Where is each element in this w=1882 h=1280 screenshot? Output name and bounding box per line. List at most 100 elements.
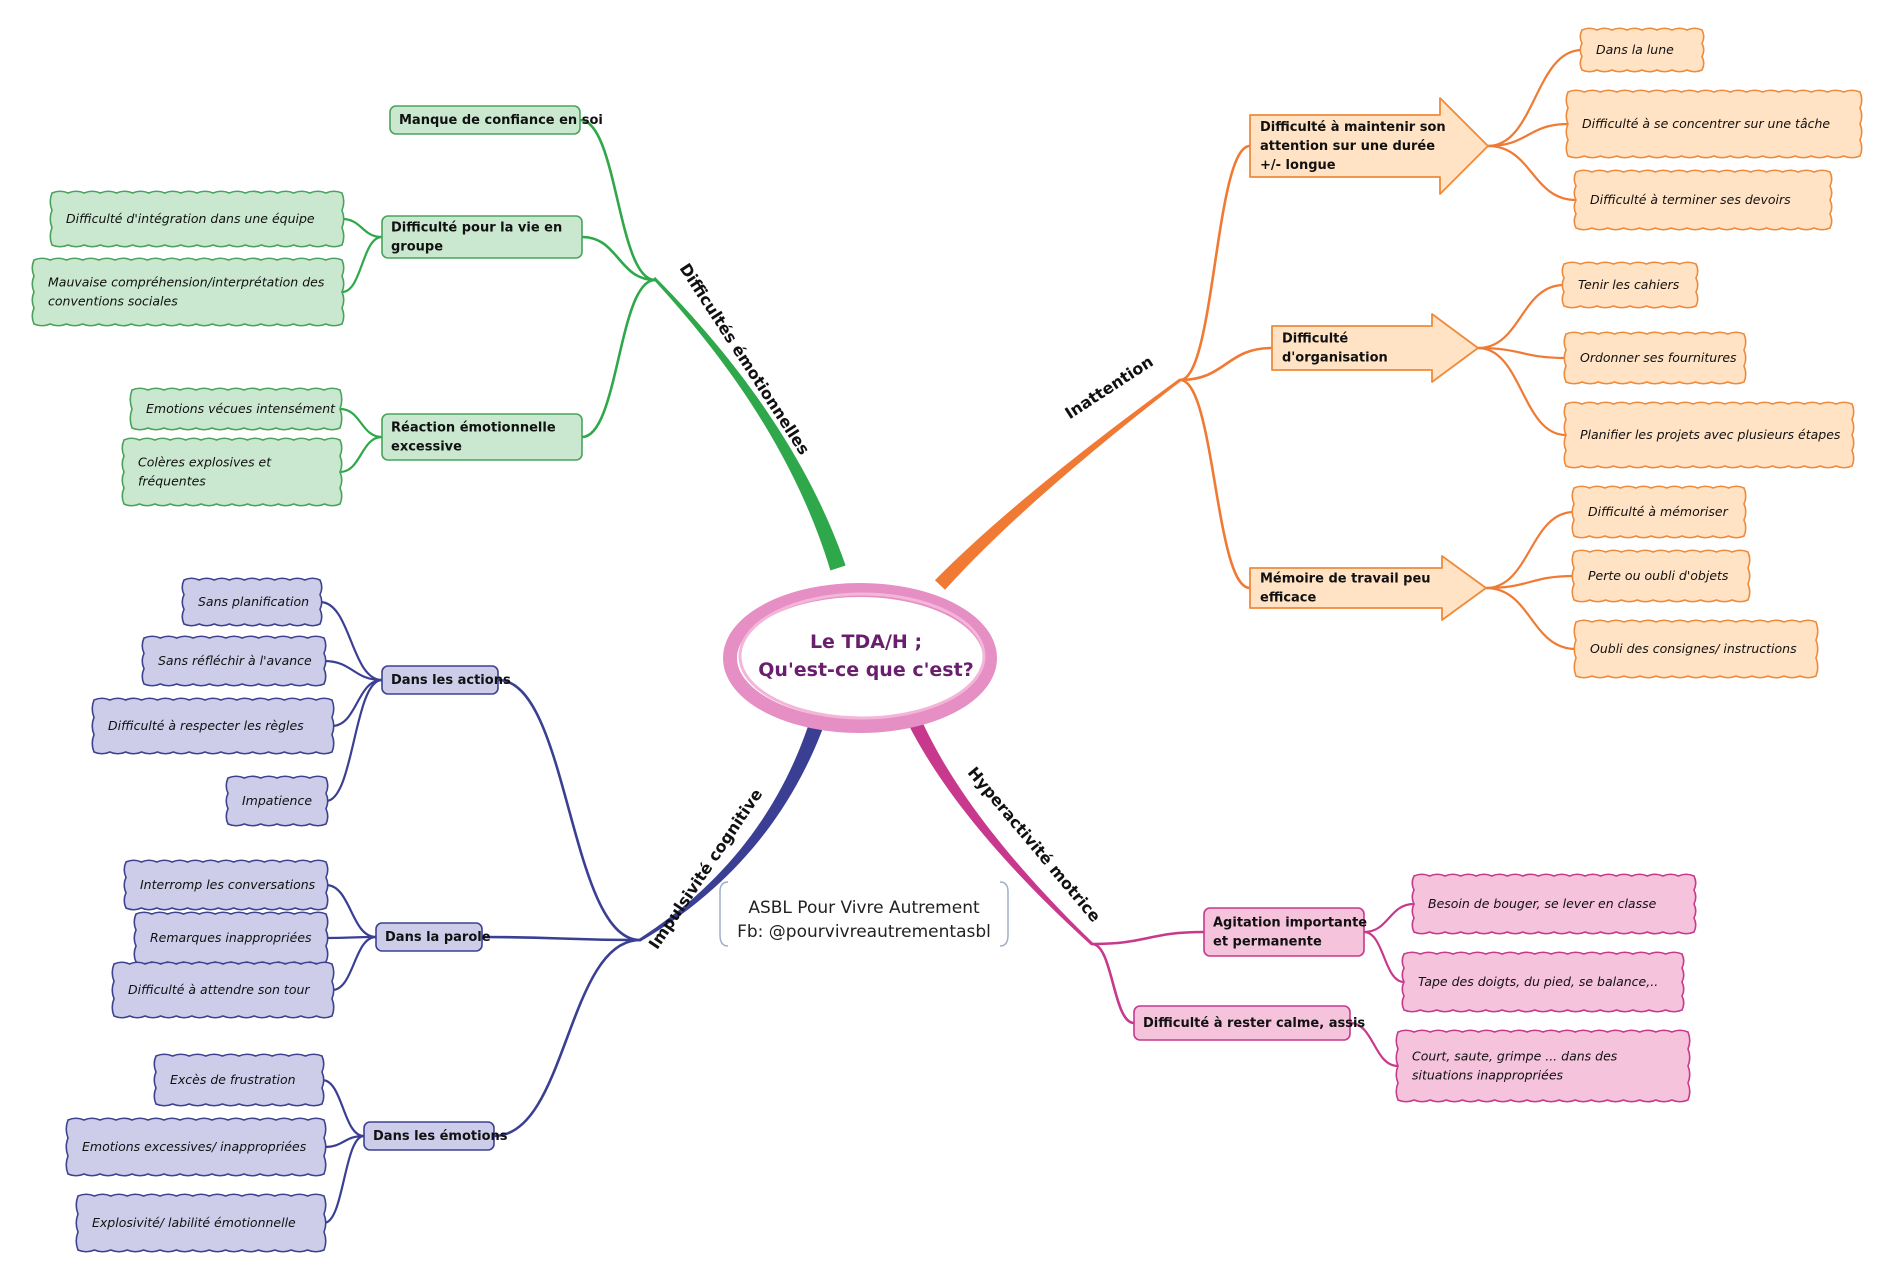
connector-emotional-2-leaf-1 <box>338 435 384 474</box>
leaf-emotional-2-0: Emotions vécues intensément <box>129 387 343 431</box>
leaf-impulsivity-0-0: Sans planification <box>181 577 323 627</box>
connector-hyperactivity-0 <box>1090 930 1206 946</box>
subtopic-impulsivity-1-shape <box>375 922 483 952</box>
leaf-impulsivity-2-2: Explosivité/ labilité émotionnelle <box>75 1193 327 1253</box>
leaf-inattention-2-2-text: Oubli des consignes/ instructions <box>1590 641 1797 656</box>
credit-line2: Fb: @pourvivreautrementasbl <box>737 922 991 942</box>
leaf-emotional-2-1: Colères explosives et fréquentes <box>121 437 343 507</box>
connector-inattention-1 <box>1178 346 1274 382</box>
leaf-impulsivity-0-2: Difficulté à respecter les règles <box>91 697 335 755</box>
subtopic-inattention-2-shape <box>1249 555 1487 621</box>
leaf-emotional-1-0-shape <box>49 190 345 248</box>
leaf-impulsivity-2-1: Emotions excessives/ inappropriées <box>65 1117 327 1177</box>
subtopic-hyperactivity-0-shape <box>1203 907 1365 957</box>
connector-inattention-2 <box>1178 378 1252 590</box>
leaf-inattention-0-2-shape <box>1573 169 1833 231</box>
leaf-impulsivity-0-1: Sans réfléchir à l'avance <box>141 635 327 687</box>
connector-inattention-1-leaf-1 <box>1476 346 1568 360</box>
connector-emotional-1-leaf-0 <box>340 217 384 239</box>
leaf-inattention-2-2: Oubli des consignes/ instructions <box>1573 619 1819 679</box>
subtopic-impulsivity-2-shape <box>363 1121 495 1151</box>
subtopic-impulsivity-0-shape <box>381 665 499 695</box>
subtopic-hyperactivity-1-text: Difficulté à rester calme, assis <box>1143 1016 1365 1031</box>
subtopic-emotional-1-text: groupe <box>391 240 443 255</box>
connector-inattention-2-leaf-0 <box>1484 510 1576 590</box>
connector-impulsivity-1-leaf-0 <box>324 883 378 939</box>
leaf-emotional-1-1-text: Mauvaise compréhension/interprétation de… <box>48 275 325 290</box>
subtopic-impulsivity-0: Dans les actions <box>381 665 511 695</box>
connector-impulsivity-0 <box>496 678 642 942</box>
leaf-emotional-2-1-text: Colères explosives et <box>138 455 272 470</box>
leaf-impulsivity-2-0: Excès de frustration <box>153 1053 325 1107</box>
connector-impulsivity-2-leaf-0 <box>320 1078 366 1138</box>
subtopic-impulsivity-1: Dans la parole <box>375 922 491 952</box>
subtopic-inattention-2: Mémoire de travail peu efficace <box>1249 555 1487 621</box>
central-topic-ring-inner <box>738 592 986 720</box>
connector-impulsivity-0-leaf-3 <box>324 678 384 803</box>
connector-impulsivity-2 <box>492 938 642 1138</box>
subtopic-emotional-1-shape <box>381 215 583 259</box>
credit-line1: ASBL Pour Vivre Autrement <box>748 898 980 918</box>
leaf-impulsivity-1-2-shape <box>111 961 335 1019</box>
subtopic-hyperactivity-0-text: et permanente <box>1213 935 1322 950</box>
leaf-emotional-2-0-shape <box>129 387 343 431</box>
connector-inattention-2-leaf-2 <box>1484 586 1578 651</box>
branch-hyperactivity <box>905 713 1094 946</box>
subtopic-emotional-0-shape <box>389 105 581 135</box>
connector-layer <box>318 48 1584 1225</box>
leaf-inattention-2-0-text: Difficulté à mémoriser <box>1588 504 1729 519</box>
subtopic-emotional-2-shape <box>381 413 583 461</box>
subtopic-inattention-1-text: Difficulté <box>1282 332 1348 347</box>
leaf-inattention-2-1-text: Perte ou oubli d'objets <box>1588 568 1729 583</box>
leaf-hyperactivity-0-1-shape <box>1401 951 1685 1013</box>
credit-bracket-right <box>999 881 1009 947</box>
subtopic-inattention-1-shape <box>1271 313 1479 383</box>
leaf-hyperactivity-0-0-text: Besoin de bouger, se lever en classe <box>1428 896 1657 911</box>
leaf-impulsivity-1-1-text: Remarques inappropriées <box>150 930 312 945</box>
subtopic-emotional-2-text: excessive <box>391 440 462 455</box>
subtopic-inattention-0-text: Difficulté à maintenir son <box>1260 120 1446 135</box>
subtopic-inattention-2-text: efficace <box>1260 591 1316 606</box>
connector-emotional-2-leaf-0 <box>338 407 384 439</box>
branch-inattention <box>934 378 1181 590</box>
subtopic-hyperactivity-0-text: Agitation importante <box>1213 916 1367 931</box>
subtopic-inattention-0: Difficulté à maintenir son attention sur … <box>1249 97 1489 195</box>
leaf-impulsivity-2-1-text: Emotions excessives/ inappropriées <box>82 1139 307 1154</box>
connector-impulsivity-1-leaf-2 <box>330 935 378 992</box>
leaf-impulsivity-0-0-text: Sans planification <box>198 594 309 609</box>
connector-inattention-0 <box>1178 144 1252 382</box>
leaf-hyperactivity-1-0-shape <box>1395 1029 1691 1103</box>
connector-inattention-1-leaf-2 <box>1476 346 1568 437</box>
subtopic-inattention-0-text: attention sur une durée <box>1260 139 1435 154</box>
connector-hyperactivity-0-leaf-0 <box>1362 902 1416 934</box>
leaf-inattention-2-1: Perte ou oubli d'objets <box>1571 549 1751 603</box>
leaf-inattention-1-2: Planifier les projets avec plusieurs éta… <box>1563 401 1855 469</box>
branch-title-hyperactivity: Hyperactivité motrice <box>964 763 1105 926</box>
connector-impulsivity-0-leaf-2 <box>330 678 384 728</box>
central-topic-title-line1: Le TDA/H ; <box>810 631 922 653</box>
leaf-inattention-1-2-text: Planifier les projets avec plusieurs éta… <box>1580 427 1841 442</box>
leaf-inattention-1-0-shape <box>1561 261 1699 309</box>
leaf-emotional-2-1-shape <box>121 437 343 507</box>
leaf-impulsivity-2-0-shape <box>153 1053 325 1107</box>
leaf-hyperactivity-0-1: Tape des doigts, du pied, se balance,.. <box>1401 951 1685 1013</box>
leaf-emotional-1-1-shape <box>31 257 345 327</box>
connector-hyperactivity-1-leaf-0 <box>1348 1021 1400 1068</box>
leaf-inattention-1-1-text: Ordonner ses fournitures <box>1580 350 1737 365</box>
leaf-impulsivity-0-1-shape <box>141 635 327 687</box>
connector-impulsivity-1-leaf-1 <box>324 935 378 940</box>
central-topic-ring <box>723 583 997 733</box>
leaf-impulsivity-2-2-text: Explosivité/ labilité émotionnelle <box>92 1215 296 1230</box>
central-topic-title-line2: Qu'est-ce que c'est? <box>758 659 973 681</box>
leaf-inattention-2-0: Difficulté à mémoriser <box>1571 485 1747 539</box>
credit-bracket-left <box>719 881 729 947</box>
connector-impulsivity-0-leaf-1 <box>322 659 384 682</box>
leaf-emotional-2-1-text: fréquentes <box>138 474 206 489</box>
leaf-inattention-1-1-shape <box>1563 331 1747 385</box>
leaf-hyperactivity-1-0-text: situations inappropriées <box>1412 1068 1564 1083</box>
subtopic-inattention-2-text: Mémoire de travail peu <box>1260 572 1431 587</box>
leaf-impulsivity-2-2-shape <box>75 1193 327 1253</box>
leaf-inattention-0-2-text: Difficulté à terminer ses devoirs <box>1590 192 1791 207</box>
